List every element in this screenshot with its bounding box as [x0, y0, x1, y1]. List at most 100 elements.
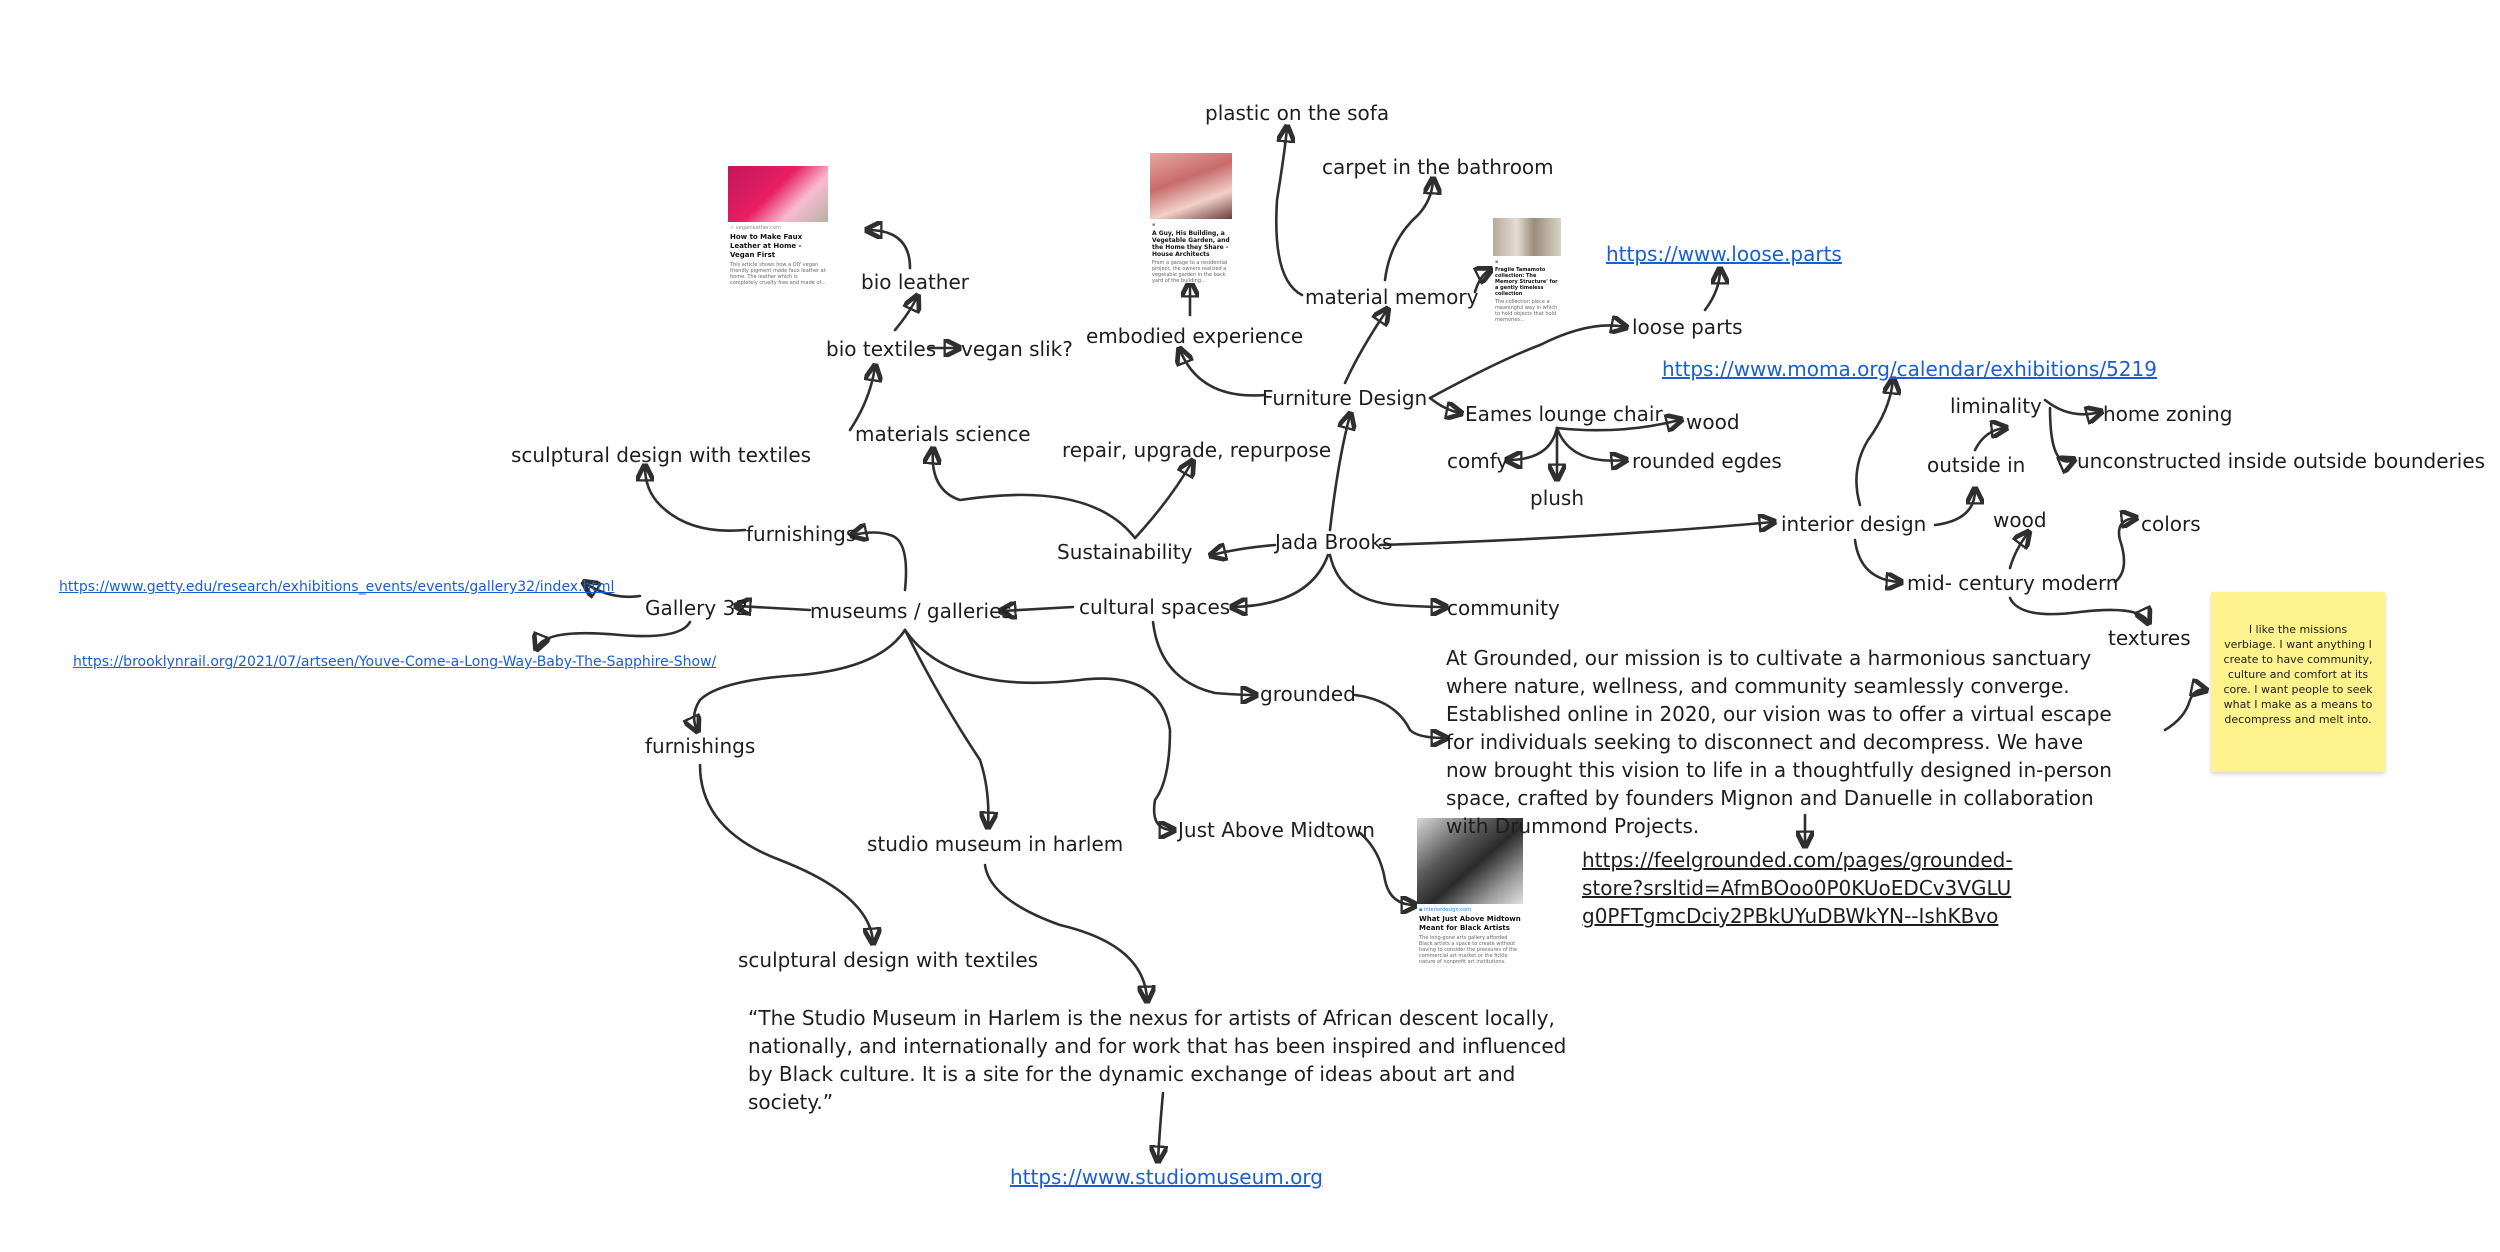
- node-carpet-in-bathroom[interactable]: carpet in the bathroom: [1322, 155, 1554, 179]
- node-colors[interactable]: colors: [2141, 512, 2201, 536]
- node-bio-textiles[interactable]: bio textiles: [826, 337, 937, 361]
- node-home-zoning[interactable]: home zoning: [2103, 402, 2233, 426]
- arrow-museums-furnishings-bottom: [694, 628, 907, 730]
- arrow-furniture-memory: [1343, 310, 1387, 385]
- node-sustainability[interactable]: Sustainability: [1057, 540, 1193, 564]
- node-outside-in[interactable]: outside in: [1927, 453, 2026, 477]
- arrow-text-sticky: [2163, 690, 2205, 732]
- node-gallery-32[interactable]: Gallery 32: [645, 596, 749, 620]
- node-wood-interior[interactable]: wood: [1993, 508, 2047, 532]
- card-description: From a garage to a residential project, …: [1152, 260, 1228, 283]
- link-moma[interactable]: https://www.moma.org/calendar/exhibition…: [1662, 357, 2157, 381]
- arrow-interior-moma: [1855, 380, 1893, 507]
- node-studio-museum-harlem[interactable]: studio museum in harlem: [867, 832, 1124, 856]
- node-eames-lounge-chair[interactable]: Eames lounge chair: [1465, 402, 1663, 426]
- node-sculptural-top[interactable]: sculptural design with textiles: [511, 443, 812, 467]
- node-liminality[interactable]: liminality: [1950, 394, 2042, 418]
- sticky-note[interactable]: I like the missions verbiage. I want any…: [2211, 592, 2385, 772]
- node-unconstructed-boundaries[interactable]: unconstructed inside outside bounderies: [2077, 449, 2486, 473]
- node-museums-galleries[interactable]: museums / galleries: [810, 599, 1012, 623]
- node-wood-eames[interactable]: wood: [1686, 410, 1740, 434]
- card-title: What Just Above Midtown Meant for Black …: [1419, 915, 1521, 932]
- arrow-museums-furnishings-top: [853, 533, 908, 592]
- link-loose-parts[interactable]: https://www.loose.parts: [1606, 242, 1842, 266]
- card-source: ▪: [1495, 259, 1499, 265]
- arrow-furnishings-bottom-sculptural: [698, 763, 873, 942]
- node-community[interactable]: community: [1447, 596, 1560, 620]
- arrow-outsidein-liminality: [1973, 428, 2005, 452]
- arrow-biotextiles-bioleather: [893, 297, 917, 332]
- arrow-interior-outsidein: [1933, 490, 1975, 527]
- node-just-above-midtown[interactable]: Just Above Midtown: [1178, 818, 1375, 842]
- arrow-center-cultural: [1233, 553, 1330, 607]
- arrow-furnishings-sculptural: [645, 467, 747, 532]
- card-title: How to Make Faux Leather at Home - Vegan…: [730, 233, 803, 259]
- arrow-studio-quote: [983, 863, 1147, 1000]
- node-furniture-design[interactable]: Furniture Design: [1262, 386, 1428, 410]
- garden-image: [1150, 153, 1232, 219]
- just-above-midtown-card[interactable]: ▪ interiordesign.com What Just Above Mid…: [1417, 818, 1523, 988]
- arrow-midcentury-wood: [2008, 533, 2028, 570]
- arrow-furniture-eames: [1428, 396, 1460, 413]
- card-description: The collection piece a meaningful way in…: [1495, 299, 1558, 322]
- card-description: The long-gone arts gallery afforded Blac…: [1419, 935, 1518, 965]
- node-plush[interactable]: plush: [1530, 486, 1585, 510]
- link-grounded-store[interactable]: https://feelgrounded.com/pages/grounded-…: [1582, 848, 2013, 928]
- arrow-liminality-unconstructed: [2048, 406, 2073, 461]
- arrow-museums-midtown: [903, 628, 1173, 830]
- arrow-bioleather-fauxcard: [868, 230, 912, 270]
- node-furnishings-bottom[interactable]: furnishings: [645, 734, 756, 758]
- arrow-cultural-grounded: [1151, 620, 1255, 695]
- arrow-memory-plastic: [1275, 128, 1304, 297]
- arrow-liminality-homezoning: [2043, 398, 2100, 414]
- arrow-materials-biotextiles: [848, 367, 875, 432]
- arrow-midtown-card: [1358, 831, 1415, 905]
- vegetable-garden-card[interactable]: ▪ A Guy, His Building, a Vegetable Garde…: [1150, 153, 1232, 283]
- node-grounded[interactable]: grounded: [1260, 682, 1356, 706]
- card-source: ✓ veganleather.com: [730, 225, 781, 231]
- node-loose-parts[interactable]: loose parts: [1632, 315, 1743, 339]
- studio-museum-quote: “The Studio Museum in Harlem is the nexu…: [748, 1006, 1567, 1114]
- node-center[interactable]: Jada Brooks: [1275, 530, 1393, 554]
- link-getty[interactable]: https://www.getty.edu/research/exhibitio…: [59, 579, 615, 595]
- node-textures[interactable]: textures: [2108, 626, 2191, 650]
- link-brooklyn-rail[interactable]: https://brooklynrail.org/2021/07/artseen…: [73, 654, 717, 670]
- grounded-mission-text: At Grounded, our mission is to cultivate…: [1446, 646, 2112, 838]
- node-materials-science[interactable]: materials science: [855, 422, 1031, 446]
- card-description: This article shows how a DIY vegan frien…: [730, 262, 826, 286]
- node-sculptural-bottom[interactable]: sculptural design with textiles: [738, 948, 1039, 972]
- arrow-gallery32-brooklyn: [537, 620, 692, 648]
- node-vegan-silk[interactable]: vegan slik?: [961, 337, 1073, 361]
- node-furnishings-top[interactable]: furnishings: [746, 522, 857, 546]
- node-rounded-edges[interactable]: rounded egdes: [1632, 449, 1782, 473]
- arrow-center-interior: [1378, 522, 1773, 547]
- memory-structure-card[interactable]: ▪ Fragile Tamamoto collection: The Memor…: [1493, 218, 1561, 322]
- midtown-image: [1417, 818, 1523, 904]
- faux-leather-card[interactable]: ✓ veganleather.com How to Make Faux Leat…: [728, 166, 828, 298]
- arrow-midcentury-textures: [2008, 596, 2148, 622]
- card-title: Fragile Tamamoto collection: The Memory …: [1495, 267, 1558, 297]
- faux-leather-image: [728, 166, 828, 222]
- arrow-sustainability-materials: [933, 450, 1137, 540]
- card-title: A Guy, His Building, a Vegetable Garden,…: [1152, 230, 1230, 258]
- arrow-cultural-museums: [1002, 607, 1075, 611]
- node-mid-century-modern[interactable]: mid- century modern: [1907, 571, 2119, 595]
- arrow-sustainability-repair: [1133, 462, 1192, 540]
- node-material-memory[interactable]: material memory: [1305, 285, 1479, 309]
- arrow-memory-carpet: [1383, 180, 1433, 282]
- node-cultural-spaces[interactable]: cultural spaces: [1079, 595, 1231, 619]
- node-bio-leather[interactable]: bio leather: [861, 270, 970, 294]
- node-comfy[interactable]: comfy: [1447, 449, 1509, 473]
- arrow-eames-rounded: [1555, 426, 1625, 461]
- link-studio-museum[interactable]: https://www.studiomuseum.org: [1010, 1165, 1323, 1189]
- node-interior-design[interactable]: interior design: [1781, 512, 1927, 536]
- node-plastic-on-sofa[interactable]: plastic on the sofa: [1205, 101, 1390, 125]
- arrow-looseparts-link: [1703, 270, 1720, 312]
- node-embodied-experience[interactable]: embodied experience: [1086, 324, 1304, 348]
- arrow-furniture-embodied: [1180, 350, 1267, 397]
- card-source: ▪ interiordesign.com: [1419, 907, 1471, 913]
- node-repair-upgrade-repurpose[interactable]: repair, upgrade, repurpose: [1062, 438, 1332, 462]
- arrow-furniture-looseparts: [1428, 325, 1625, 400]
- arrow-grounded-text: [1353, 693, 1445, 738]
